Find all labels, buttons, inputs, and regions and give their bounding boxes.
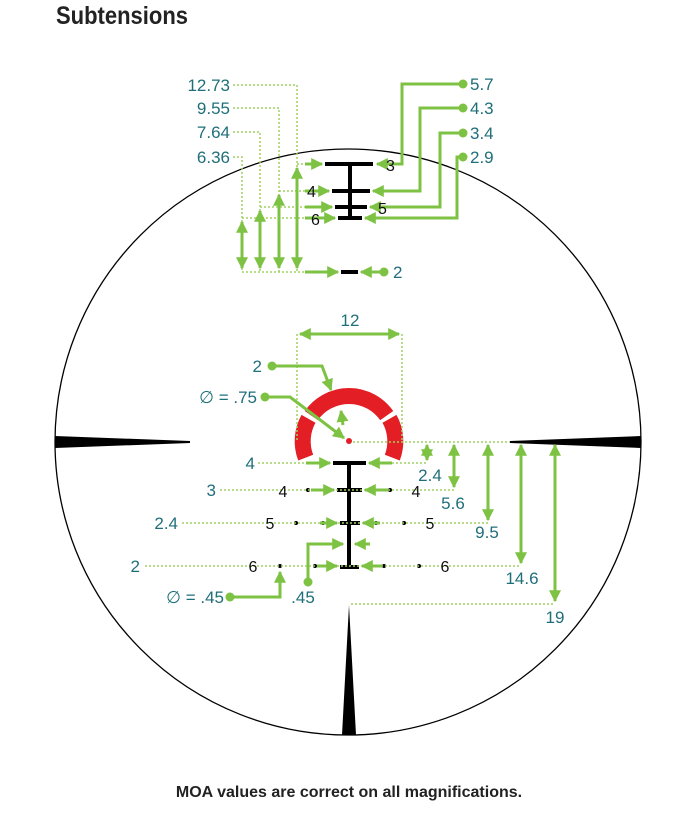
inset-right-label: 4.3 [470,99,494,118]
drop-label: 19 [546,608,565,627]
inset-left-label: 9.55 [197,99,230,118]
right-post [510,436,641,448]
left-post [55,436,190,448]
inset-bar-number: 4 [307,184,316,201]
left-width-label: 3 [207,481,216,500]
inset-left-label: 6.36 [197,148,230,167]
right-bar-number: 5 [426,516,435,533]
inset-bar-number: 5 [378,201,387,218]
bar-thickness-label: .45 [291,588,315,607]
ring-width-label: 12 [341,311,360,330]
inset-arrows [236,79,468,278]
inset-dotted-guides [233,84,305,273]
left-bar-number: 5 [266,516,275,533]
left-bar-number: 6 [249,559,258,576]
inset-bar-number: 6 [311,212,320,229]
left-width-label: 2.4 [154,514,178,533]
inset-right-label: 3.4 [470,124,494,143]
right-bar-number: 4 [412,484,421,501]
ring-thickness-label: 2 [253,357,262,376]
left-width-label: 4 [246,454,255,473]
drop-label: 2.4 [418,466,442,485]
main-arrows [225,328,561,603]
drop-label: 5.6 [441,494,465,513]
drop-label: 14.6 [505,569,538,588]
inset-bar-number: 3 [386,158,395,175]
center-dot [346,438,352,444]
bottom-post [342,605,356,735]
center-dot-label: ∅ = .75 [199,388,257,407]
page-title: Subtensions [56,2,189,30]
footer-note: MOA values are correct on all magnificat… [175,784,523,801]
right-bar-number: 6 [441,559,450,576]
red-horseshoe [294,387,404,461]
inset-left-label: 12.73 [187,76,230,95]
inset-right-label: 2.9 [470,148,494,167]
drop-label: 9.5 [475,523,499,542]
inset-right-label: 5.7 [470,75,494,94]
inset-left-label: 7.64 [197,123,230,142]
main-reticle [278,460,421,569]
small-dot-label: ∅ = .45 [166,588,224,607]
left-bar-number: 4 [279,484,288,501]
left-width-label: 2 [131,557,140,576]
inset-bottom-label: 2 [393,263,402,282]
